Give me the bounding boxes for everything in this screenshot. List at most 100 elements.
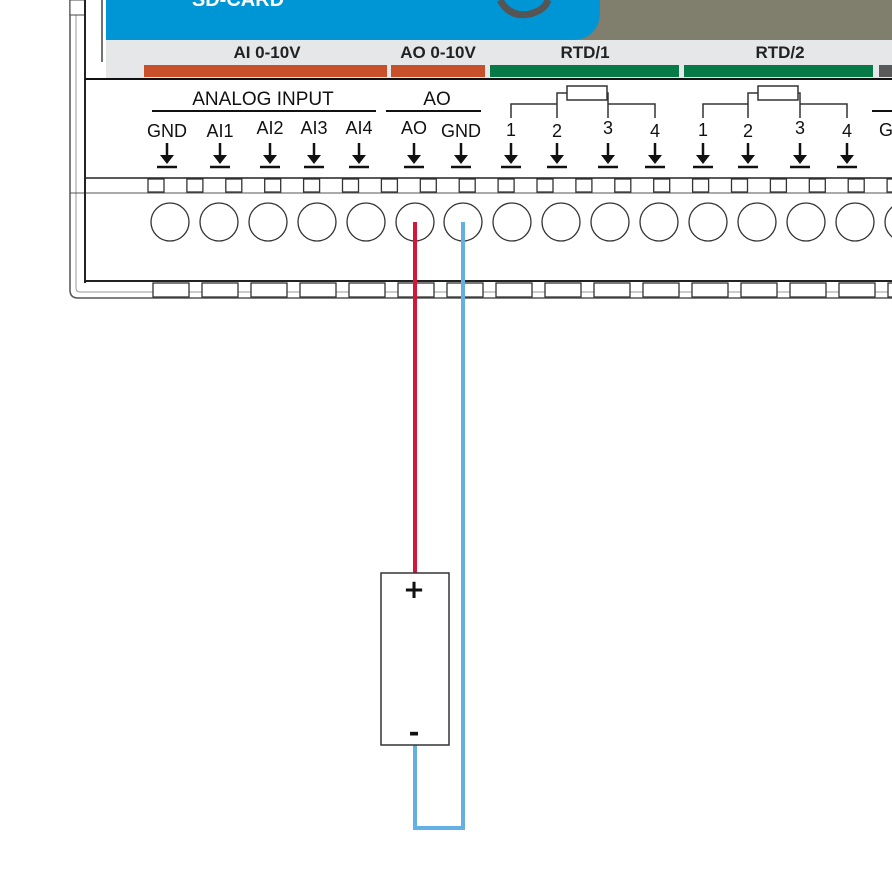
strip-slot bbox=[458, 178, 476, 193]
housing-tab bbox=[740, 282, 778, 298]
strip-slot bbox=[264, 178, 282, 193]
terminal-label: 4 bbox=[650, 121, 660, 141]
band-label-ai: AI 0-10V bbox=[233, 43, 301, 62]
screw-terminal[interactable] bbox=[688, 202, 728, 242]
housing-inner-outline bbox=[75, 0, 892, 293]
screw-terminal[interactable] bbox=[199, 202, 239, 242]
terminal-label: GND bbox=[441, 121, 481, 141]
screw-terminal[interactable] bbox=[346, 202, 386, 242]
group-label-ao: AO bbox=[423, 89, 450, 110]
housing-tab bbox=[887, 282, 892, 298]
strip-slot bbox=[497, 178, 515, 193]
strip-slot bbox=[614, 178, 632, 193]
arrow-down-icon bbox=[693, 143, 713, 169]
band-label-rtd1: RTD/1 bbox=[560, 43, 609, 62]
housing-tab bbox=[250, 282, 288, 298]
arrow-down-icon bbox=[645, 143, 665, 169]
ground-wire bbox=[413, 222, 465, 830]
housing-outline bbox=[69, 0, 892, 299]
panel-blue bbox=[106, 0, 600, 40]
screw-terminal[interactable] bbox=[884, 203, 892, 241]
strip-slot bbox=[341, 178, 360, 193]
arrow-down-icon bbox=[547, 143, 567, 169]
terminal-label: 2 bbox=[743, 121, 753, 141]
terminal-label: 3 bbox=[603, 118, 613, 138]
terminal-label: AO bbox=[401, 118, 427, 138]
housing-tab bbox=[348, 282, 386, 298]
terminal-label: 4 bbox=[842, 121, 852, 141]
resistor-icon bbox=[510, 85, 656, 118]
housing-tab bbox=[691, 282, 729, 298]
minus-terminal-label: - bbox=[409, 718, 420, 748]
housing-tab bbox=[152, 282, 190, 298]
strip-slot bbox=[653, 178, 671, 193]
arrow-down-icon bbox=[349, 143, 369, 169]
group-label-analog-input: ANALOG INPUT bbox=[192, 89, 334, 110]
strip-slot bbox=[147, 178, 165, 193]
arrow-down-icon bbox=[157, 143, 177, 169]
screw-terminal[interactable] bbox=[835, 202, 875, 242]
arrow-down-icon bbox=[210, 143, 230, 169]
housing-tab bbox=[593, 282, 631, 298]
screw-terminal[interactable] bbox=[639, 202, 679, 242]
strip-slot bbox=[847, 178, 865, 193]
terminal-label: 3 bbox=[795, 118, 805, 138]
load-device bbox=[380, 572, 450, 746]
screw-terminal[interactable] bbox=[297, 202, 337, 242]
housing-tab bbox=[789, 282, 827, 298]
terminal-label: G bbox=[879, 120, 892, 140]
strip-slot bbox=[380, 178, 399, 193]
terminal-label: 1 bbox=[698, 120, 708, 140]
screw-terminal[interactable] bbox=[541, 202, 581, 242]
arrow-down-icon bbox=[738, 143, 758, 169]
sd-card-label: SD-CARD bbox=[192, 0, 284, 11]
screw-terminal[interactable] bbox=[150, 202, 190, 242]
arrow-down-icon bbox=[501, 143, 521, 169]
housing-tab bbox=[838, 282, 876, 298]
housing-tab bbox=[201, 282, 239, 298]
housing-tab bbox=[544, 282, 582, 298]
terminal-label: AI4 bbox=[345, 118, 372, 138]
strip-slot bbox=[886, 178, 892, 193]
housing-tab bbox=[495, 282, 533, 298]
strip-slot bbox=[536, 178, 554, 193]
arrow-down-icon bbox=[837, 143, 857, 169]
strip-slot bbox=[575, 178, 593, 193]
strip-slot bbox=[419, 178, 437, 193]
band-bar-rtd2 bbox=[684, 65, 873, 77]
band-bar-next bbox=[879, 65, 892, 77]
strip-slot bbox=[730, 178, 749, 193]
band-label-ao: AO 0-10V bbox=[400, 43, 476, 62]
housing-clip bbox=[69, 0, 86, 16]
screw-terminal[interactable] bbox=[786, 202, 826, 242]
screw-terminal[interactable] bbox=[590, 202, 630, 242]
strip-slot bbox=[186, 178, 204, 193]
terminal-label: GND bbox=[147, 121, 187, 141]
housing-tab bbox=[299, 282, 337, 298]
arrow-down-icon bbox=[790, 143, 810, 169]
terminal-label: 1 bbox=[506, 120, 516, 140]
resistor-icon bbox=[702, 85, 848, 118]
arrow-down-icon bbox=[260, 143, 280, 169]
band-bar-rtd1 bbox=[490, 65, 679, 77]
arrow-down-icon bbox=[304, 143, 324, 169]
strip-slot bbox=[225, 178, 243, 193]
band-bar-ai bbox=[144, 65, 387, 77]
screw-terminal[interactable] bbox=[737, 202, 777, 242]
terminal-label: 2 bbox=[552, 121, 562, 141]
strip-slot bbox=[769, 178, 788, 193]
strip-slot bbox=[302, 178, 321, 193]
arrow-down-icon bbox=[404, 143, 424, 169]
screw-terminal[interactable] bbox=[248, 202, 288, 242]
strip-slot bbox=[808, 178, 826, 193]
band-label-rtd2: RTD/2 bbox=[755, 43, 804, 62]
arrow-down-icon bbox=[598, 143, 618, 169]
terminal-label: AI1 bbox=[206, 121, 233, 141]
terminal-label: AI3 bbox=[300, 118, 327, 138]
screw-terminal[interactable] bbox=[492, 202, 532, 242]
arrow-down-icon bbox=[451, 143, 471, 169]
strip-slot bbox=[691, 178, 710, 193]
band-bar-ao bbox=[391, 65, 485, 77]
housing-tab bbox=[642, 282, 680, 298]
